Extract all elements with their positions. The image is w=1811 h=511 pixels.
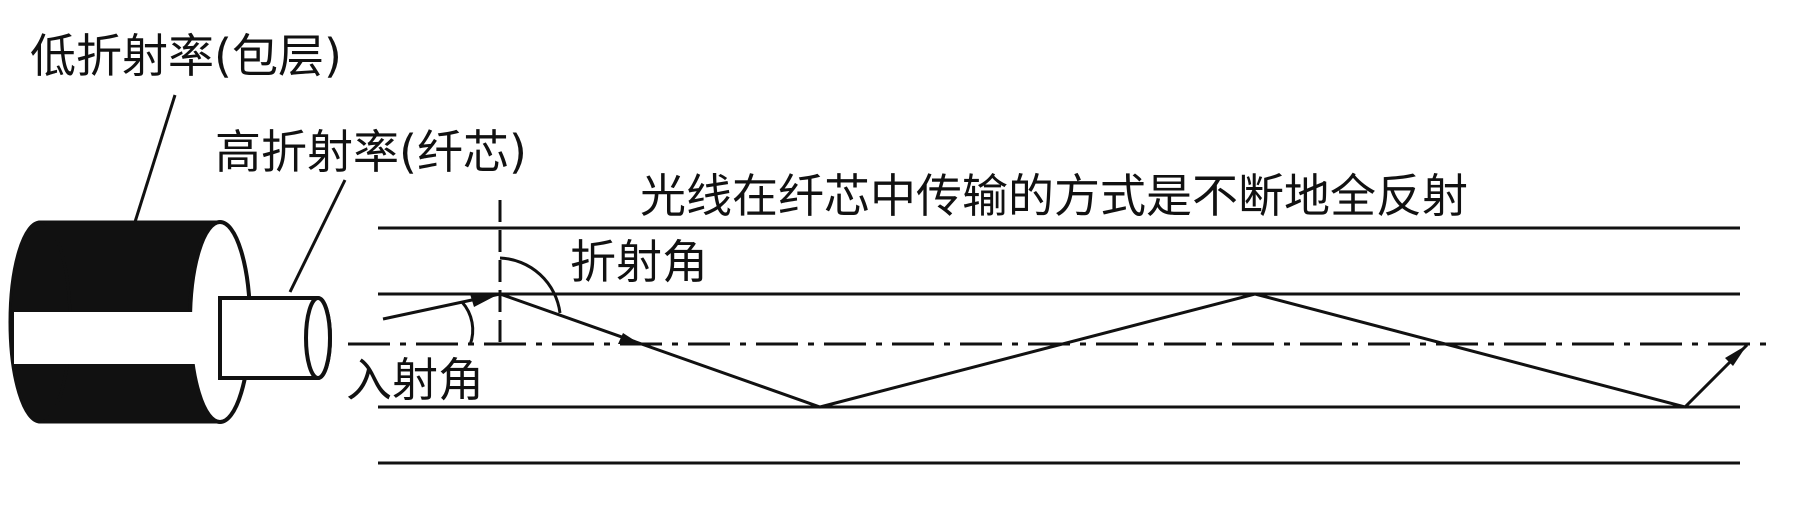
ray-arrowhead xyxy=(618,333,640,344)
incidence-angle-label: 入射角 xyxy=(346,353,484,407)
refraction-angle-arc xyxy=(499,256,562,314)
core-stripe xyxy=(14,312,214,364)
fiber-schematic xyxy=(348,200,1772,465)
zigzag-ray xyxy=(499,292,1749,409)
incidence-angle-arc xyxy=(460,300,475,346)
core-leader-line xyxy=(288,179,347,293)
caption: 光线在纤芯中传输的方式是不断地全反射 xyxy=(640,169,1468,223)
core-label: 高折射率(纤芯) xyxy=(215,125,527,179)
incident-arrowhead xyxy=(470,294,497,307)
ray-arrowheads xyxy=(470,294,1747,366)
cladding-label: 低折射率(包层) xyxy=(30,29,342,83)
light-ray xyxy=(382,292,1749,409)
exit-arrowhead xyxy=(1725,345,1747,366)
core-end-face xyxy=(304,296,332,380)
refraction-angle-label: 折射角 xyxy=(570,235,708,289)
fiber-cable-drawing xyxy=(8,220,332,424)
cladding-leader-line xyxy=(133,94,177,223)
